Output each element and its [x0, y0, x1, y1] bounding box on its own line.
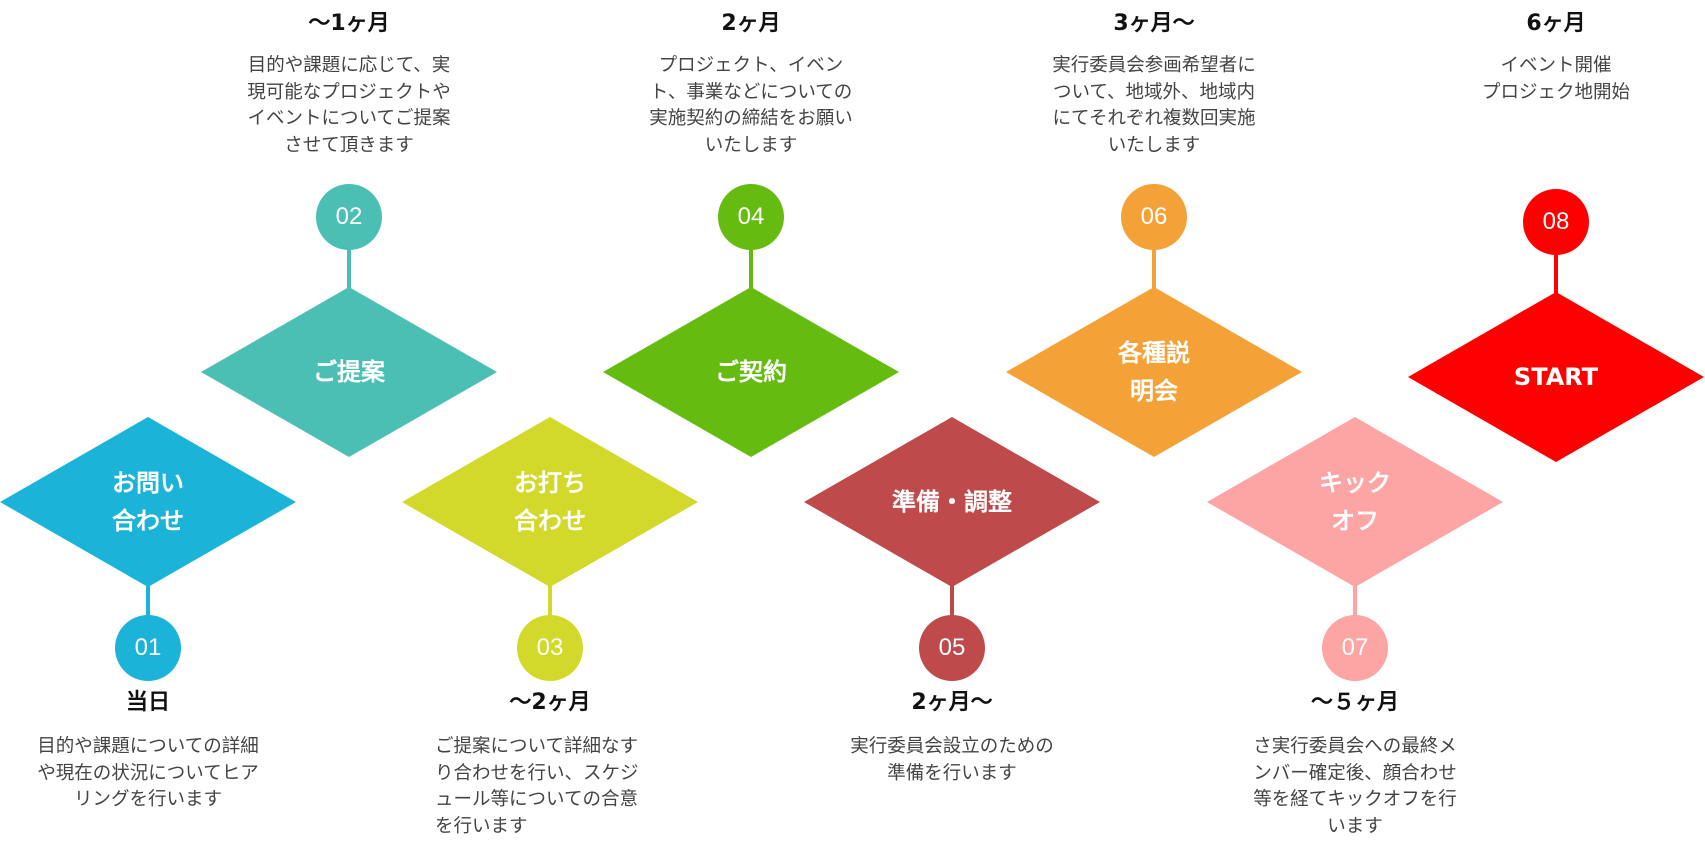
step-label: ご契約 — [715, 353, 787, 391]
step-label-line: START — [1513, 363, 1599, 391]
description-line: ついて、地域外、地域内 — [1052, 81, 1256, 103]
description-line: いたします — [1107, 134, 1201, 156]
step-label: ご提案 — [313, 353, 385, 391]
description-line: プロジェク地開始 — [1481, 81, 1630, 103]
step-label: 各種説明会 — [1118, 334, 1190, 410]
step-label-line: お問い — [112, 469, 184, 497]
step-label: お問い合わせ — [112, 464, 184, 540]
description-line: 目的や課題についての詳細 — [37, 736, 259, 757]
step-label-line: オフ — [1331, 507, 1379, 535]
step-number-badge: 05 — [919, 615, 985, 681]
description-line: 目的や課題に応じて、実 — [247, 55, 451, 76]
description-line: 実行委員会参画希望者に — [1052, 55, 1256, 76]
description-line: や現在の状況についてヒア — [37, 762, 259, 784]
step-number-badge: 06 — [1121, 184, 1187, 250]
step-description: プロジェクト、イベント、事業などについての実施契約の締結をお願いいたします — [621, 53, 881, 159]
step-diamond: START — [1408, 292, 1704, 462]
step-label-line: お打ち — [514, 469, 586, 497]
step-label: お打ち合わせ — [514, 464, 586, 540]
step-diamond: お問い合わせ — [0, 417, 296, 587]
description-line: 実施契約の締結をお願い — [649, 108, 853, 129]
step-label: キックオフ — [1319, 464, 1391, 540]
description-line: リングを行います — [73, 789, 222, 810]
step-duration-title: 2ヶ月 — [721, 11, 781, 36]
description-line: ト、事業などについての — [649, 81, 853, 103]
description-line: ンバー確定後、顔合わせ — [1253, 762, 1457, 784]
description-line: います — [1327, 815, 1383, 837]
step-label-line: ご契約 — [715, 358, 787, 386]
step-duration-title: 〜2ヶ月 — [509, 690, 591, 715]
step-duration-title: 3ヶ月〜 — [1113, 11, 1195, 36]
description-line: いたします — [704, 134, 798, 156]
step-diamond: キックオフ — [1207, 417, 1503, 587]
connector-line — [347, 217, 351, 291]
step-label-line: 各種説 — [1118, 339, 1190, 367]
description-line: イベントについてご提案 — [247, 108, 451, 129]
step-number-badge: 04 — [718, 184, 784, 250]
description-line: にてそれぞれ複数回実施 — [1052, 108, 1256, 129]
description-line: ュール等についての合意 — [435, 789, 638, 810]
step-diamond: ご契約 — [603, 287, 899, 457]
step-duration-title: 6ヶ月 — [1526, 11, 1586, 36]
step-label-line: 準備・調整 — [892, 488, 1012, 516]
step-label-line: 合わせ — [112, 507, 184, 535]
step-duration-title: 2ヶ月〜 — [911, 690, 993, 715]
description-line: プロジェクト、イベン — [658, 55, 844, 76]
step-number-badge: 02 — [316, 184, 382, 250]
step-description: 目的や課題についての詳細や現在の状況についてヒアリングを行います — [18, 734, 278, 814]
step-label-line: キック — [1319, 469, 1391, 497]
description-line: 等を経てキックオフを行 — [1253, 789, 1457, 810]
step-description: 実行委員会参画希望者について、地域外、地域内にてそれぞれ複数回実施いたします — [1024, 53, 1284, 159]
step-diamond: ご提案 — [201, 287, 497, 457]
step-number-badge: 07 — [1322, 615, 1388, 681]
description-line: を行います — [435, 815, 528, 837]
description-line: り合わせを行い、スケジ — [435, 762, 639, 784]
step-label-line: ご提案 — [313, 358, 385, 386]
step-duration-title: 当日 — [125, 690, 170, 715]
step-number-badge: 08 — [1523, 189, 1589, 255]
step-duration-title: 〜５ヶ月 — [1310, 690, 1399, 715]
step-label: 準備・調整 — [892, 483, 1012, 521]
step-duration-title: 〜1ヶ月 — [308, 11, 390, 36]
step-description: 実行委員会設立のための準備を行います — [822, 734, 1082, 787]
step-number-badge: 03 — [517, 615, 583, 681]
step-diamond: お打ち合わせ — [402, 417, 698, 587]
step-diamond: 準備・調整 — [804, 417, 1100, 587]
step-description: 目的や課題に応じて、実現可能なプロジェクトやイベントについてご提案させて頂きます — [219, 53, 479, 159]
description-line: 準備を行います — [887, 762, 1017, 784]
description-line: 現可能なプロジェクトや — [247, 81, 451, 103]
step-description: さ実行委員会への最終メンバー確定後、顔合わせ等を経てキックオフを行います — [1225, 734, 1485, 840]
step-label: START — [1514, 358, 1598, 396]
step-diamond: 各種説明会 — [1006, 287, 1302, 457]
step-label-line: 明会 — [1130, 377, 1178, 405]
step-description: ご提案について詳細なすり合わせを行い、スケジュール等についての合意を行います — [435, 734, 695, 840]
description-line: ご提案について詳細なす — [435, 736, 638, 757]
description-line: イベント開催 — [1500, 55, 1612, 76]
connector-line — [1554, 222, 1558, 296]
connector-line — [749, 217, 753, 291]
step-label-line: 合わせ — [514, 507, 586, 535]
description-line: 実行委員会設立のための — [850, 736, 1054, 757]
description-line: さ実行委員会への最終メ — [1253, 736, 1457, 757]
description-line: させて頂きます — [284, 134, 414, 156]
step-number-badge: 01 — [115, 615, 181, 681]
step-description: イベント開催プロジェク地開始 — [1426, 53, 1686, 106]
connector-line — [1152, 217, 1156, 291]
